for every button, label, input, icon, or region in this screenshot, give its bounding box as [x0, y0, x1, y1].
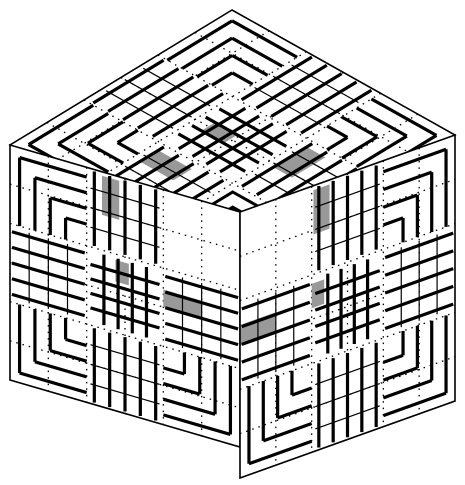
cube-faces — [10, 10, 455, 478]
